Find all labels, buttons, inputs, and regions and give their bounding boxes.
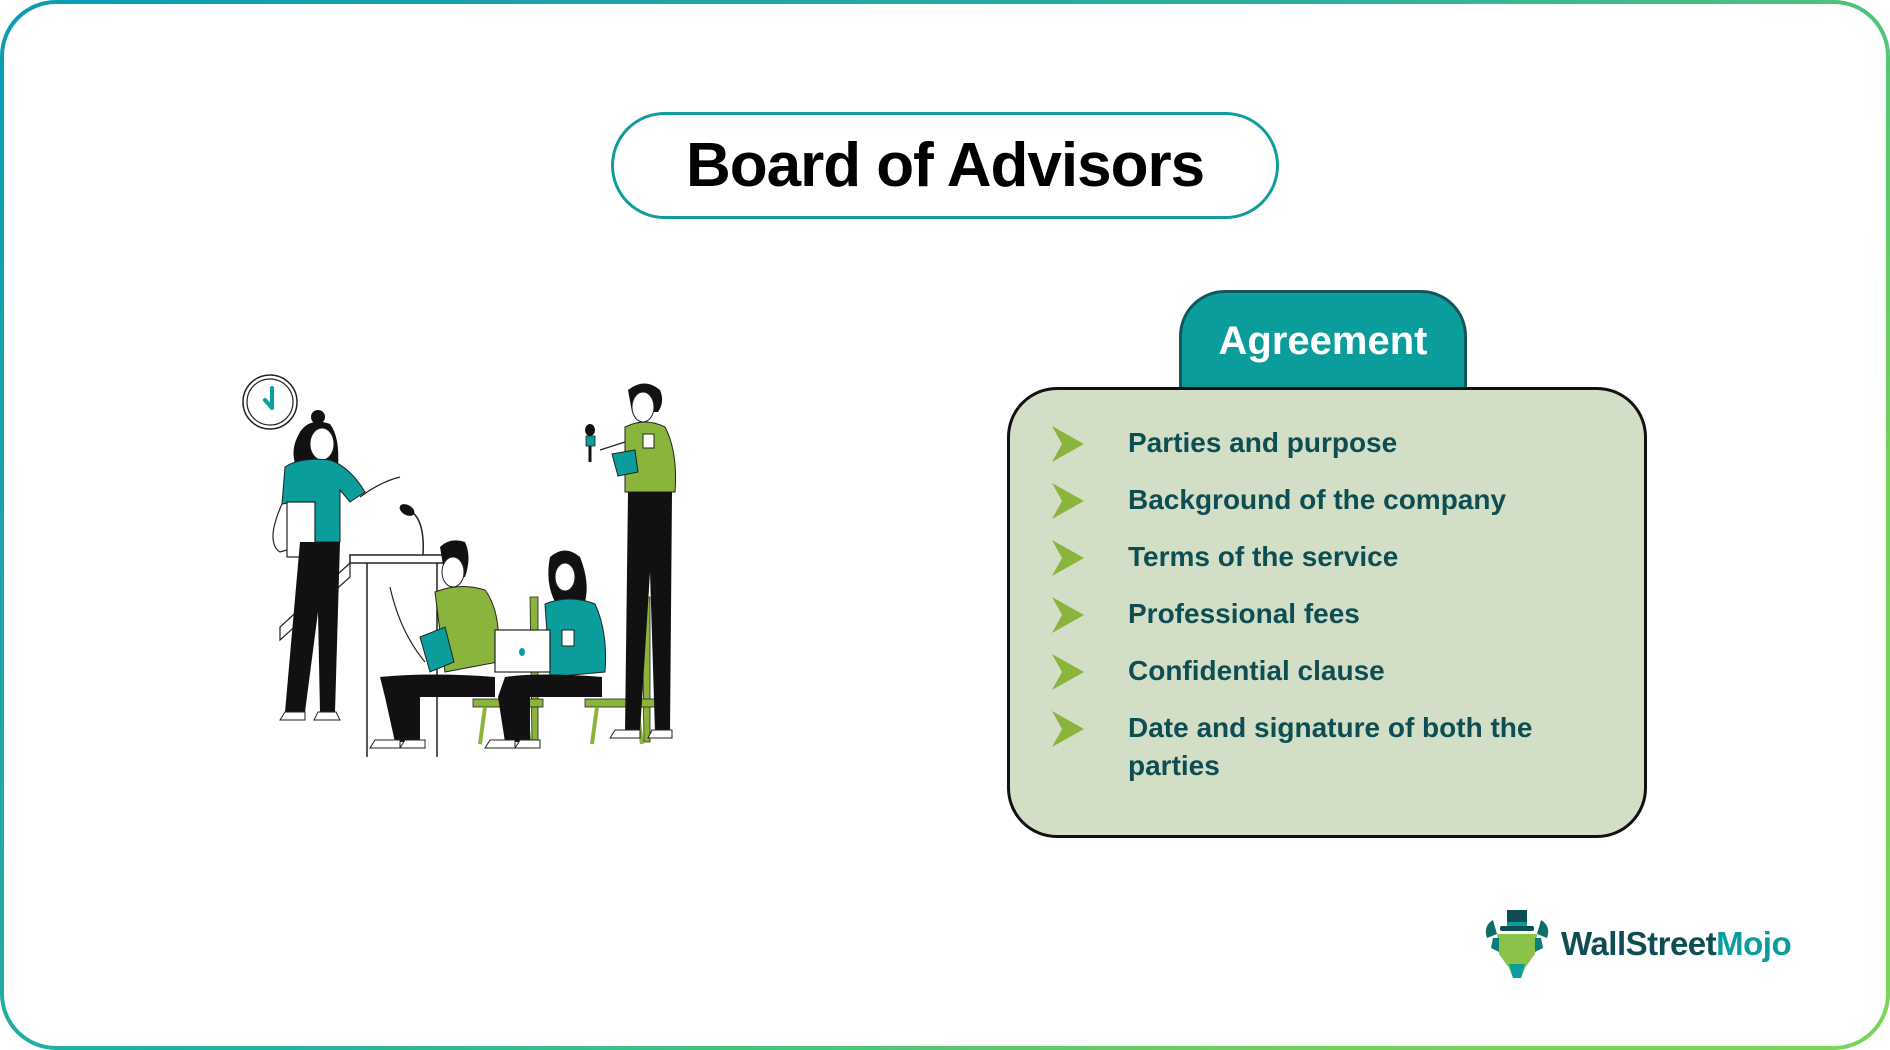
list-item: Background of the company xyxy=(1050,481,1614,519)
list-item-label: Parties and purpose xyxy=(1128,427,1398,458)
clock-icon xyxy=(242,374,298,430)
list-item: Date and signature of both the parties xyxy=(1050,709,1614,785)
bull-with-top-hat-icon xyxy=(1485,910,1549,978)
arrow-right-icon xyxy=(1052,540,1084,576)
laptop-icon xyxy=(494,629,551,673)
microphone-icon xyxy=(585,424,596,462)
logo-text-wallstreet: WallStreet xyxy=(1561,925,1717,962)
page-title: Board of Advisors xyxy=(685,131,1205,200)
list-item: Professional fees xyxy=(1050,595,1614,633)
meeting-illustration xyxy=(242,374,677,757)
seated-man-figure xyxy=(369,540,544,749)
arrow-right-icon xyxy=(1052,654,1084,690)
standing-man-figure xyxy=(585,383,677,739)
arrow-right-icon xyxy=(1052,597,1084,633)
wallstreetmojo-logo: WallStreetMojo xyxy=(1483,908,1792,980)
list-item-label: Background of the company xyxy=(1128,484,1507,515)
arrow-right-icon xyxy=(1052,483,1084,519)
arrow-right-icon xyxy=(1052,711,1084,747)
agreement-tab: Agreement xyxy=(1179,290,1467,400)
agreement-panel: Parties and purpose Background of the co… xyxy=(1007,387,1647,838)
title-pill: Board of Advisors xyxy=(611,112,1279,219)
list-item-label: Professional fees xyxy=(1128,598,1360,629)
list-item: Confidential clause xyxy=(1050,652,1614,690)
logo-text-mojo: Mojo xyxy=(1716,925,1792,962)
list-item-label: Confidential clause xyxy=(1128,655,1385,686)
list-item-label: Terms of the service xyxy=(1128,541,1399,572)
arrow-right-icon xyxy=(1052,426,1084,462)
agreement-list: Parties and purpose Background of the co… xyxy=(1050,424,1614,804)
list-item: Terms of the service xyxy=(1050,538,1614,576)
speaker-figure xyxy=(272,410,401,721)
list-item: Parties and purpose xyxy=(1050,424,1614,462)
list-item-label: Date and signature of both the parties xyxy=(1128,712,1533,781)
agreement-heading: Agreement xyxy=(1218,319,1428,363)
